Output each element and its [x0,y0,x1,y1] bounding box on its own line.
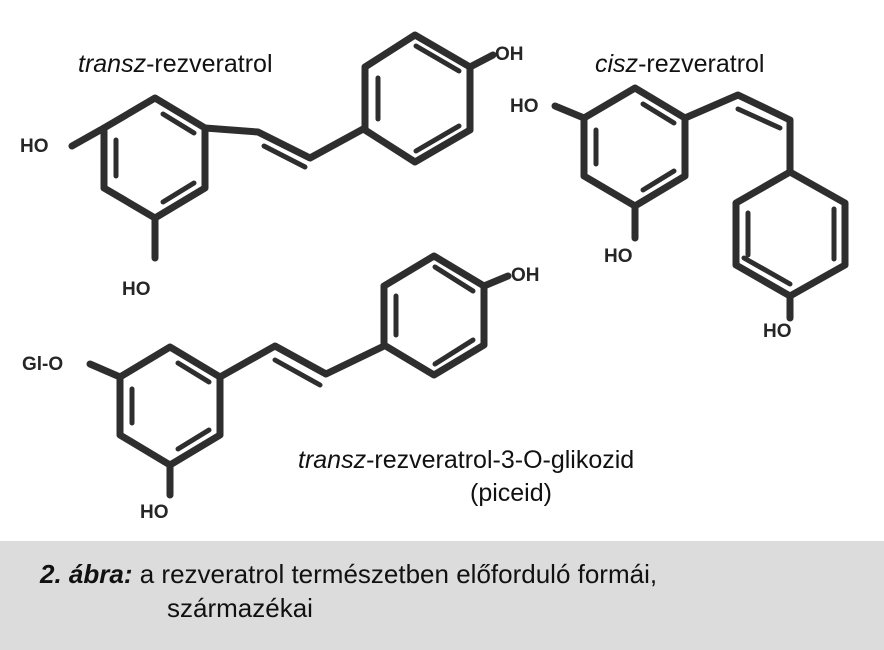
cis-ho-bottom-label: HO [604,246,633,267]
cis-ring-a-double-bond [640,101,677,126]
piceid-compound-name: transz-rezveratrol-3-O-glikozid [298,446,634,474]
trans-ring-b [361,31,474,166]
piceid-ring-a [116,343,224,469]
piceid-ring-b-double-bond [432,264,476,294]
cis-compound-name: cisz-rezveratrol [595,50,764,78]
cis-vinyl-bridge [681,91,794,176]
piceid-bond-glo [86,360,124,381]
cis-ring-b [732,168,849,300]
trans-oh-para-label: OH [495,44,524,65]
trans-compound-name: transz-rezveratrol [78,50,273,78]
piceid-structure: Gl-O HO OH transz-rezveratrol-3-O-glikoz… [22,252,634,523]
piceid-vinyl-bridge [216,342,388,381]
caption-line-1: 2. ábra: a rezveratrol természetben előf… [40,559,657,590]
trans-ring-a-double-bond [160,180,197,205]
cis-ho-para-label: HO [763,321,792,342]
trans-ring-b-double-bond [413,123,462,154]
piceid-glo-label: Gl-O [22,354,63,375]
piceid-ring-a-double-bond [175,360,212,385]
caption-figure-label: 2. ábra: [40,559,133,589]
piceid-vinyl-double-bond [272,357,323,388]
piceid-ring-b-double-bond [432,337,476,367]
cis-bond-ho-left [551,102,588,122]
trans-bond-ho-left [68,124,108,150]
piceid-ho-bottom-label: HO [140,502,169,523]
piceid-compound-name-line2: (piceid) [470,479,552,507]
trans-vinyl-double-bond [261,143,308,170]
cis-ring-a [580,84,689,210]
cis-ho-left-label: HO [510,96,539,117]
cis-resveratrol-structure: HO HO HO cisz-rezveratrol [510,50,849,342]
trans-vinyl-bridge [201,124,369,162]
trans-ring-a [100,94,209,222]
caption-line-2: származékai [167,593,313,623]
cis-ring-a-double-bond [640,168,677,193]
cis-ring-b-double-bond [741,255,793,287]
trans-bond-oh-para [466,51,497,71]
cis-vinyl-double-bond [735,106,783,131]
caption-band: 2. ábra: a rezveratrol természetben előf… [0,541,884,650]
trans-ho-bottom-label: HO [122,279,151,300]
piceid-ring-b [380,252,488,379]
piceid-ring-a-double-bond [175,427,212,452]
trans-ho-left-label: HO [20,136,49,157]
resveratrol-structures-figure: HO HO OH transz-rezveratrol HO HO HO cis… [20,31,849,523]
trans-ring-a-double-bond [160,111,197,136]
trans-ring-b-double-bond [413,43,462,74]
trans-resveratrol-structure: HO HO OH transz-rezveratrol [20,31,524,300]
piceid-oh-para-label: OH [511,265,540,286]
caption-text-1: a rezveratrol természetben előforduló fo… [139,559,658,589]
piceid-bond-oh-para [480,272,512,290]
